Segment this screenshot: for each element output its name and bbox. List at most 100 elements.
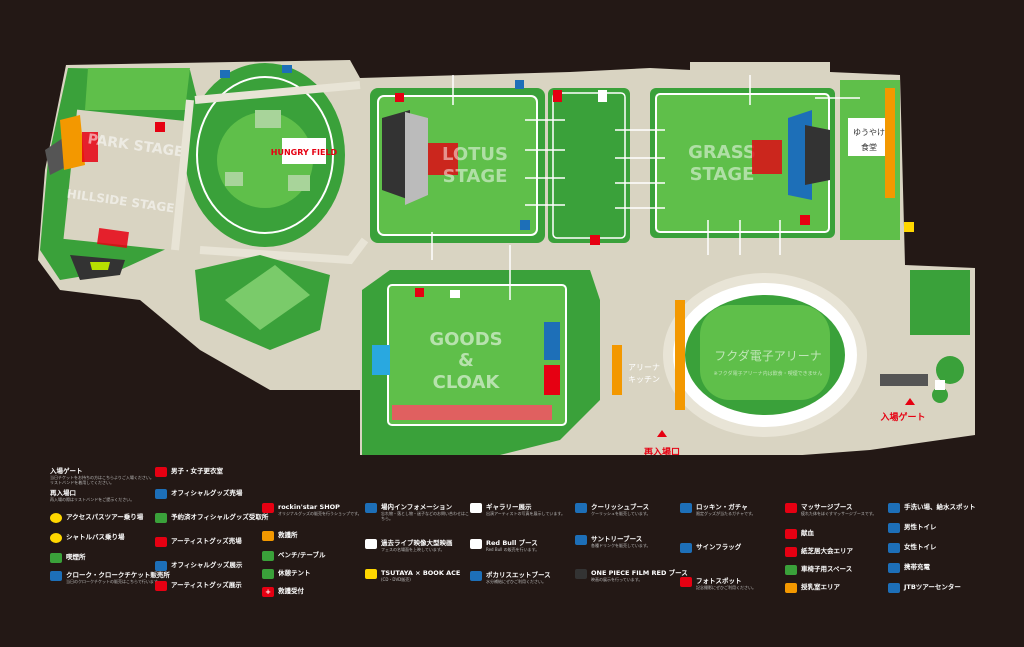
legend-item-wash: 手洗い場、給水スポット bbox=[888, 503, 993, 513]
smoking-icon bbox=[50, 553, 62, 563]
hand-icon bbox=[785, 565, 797, 575]
toilet-f-icon bbox=[888, 543, 900, 553]
park-green-top bbox=[85, 68, 190, 110]
entrance-label: 入場ゲート bbox=[879, 411, 925, 423]
legend-item-jtb: JTBツアーセンター bbox=[888, 583, 993, 593]
reserve-icon bbox=[155, 513, 167, 523]
grass-stage-label-2: STAGE bbox=[690, 164, 755, 185]
shop-icon bbox=[262, 503, 274, 513]
toilet-m-icon bbox=[888, 523, 900, 533]
bus-icon bbox=[50, 533, 62, 543]
pass-icon bbox=[50, 513, 62, 523]
gps-icon bbox=[470, 571, 482, 581]
legend-item-artist-gallery: アーティストグッズ展示 bbox=[155, 581, 260, 591]
legend: 入場ゲート当日チケットをお持ちの方はこちらよりご入場ください。リストバンドを着用… bbox=[0, 455, 1024, 647]
infomation-icon bbox=[365, 503, 377, 513]
legend-item-kids: 紙芝居大会エリア bbox=[785, 547, 890, 557]
legend-item-toilet-f: 女性トイレ bbox=[888, 543, 993, 553]
hungry-field-label: HUNGRY FIELD bbox=[271, 148, 338, 157]
redbull-icon bbox=[470, 539, 482, 549]
legend-item-cloak: クローク・クロークチケット販売所当日のクロークチケットの販売はこちらで行います。 bbox=[50, 571, 170, 584]
phone-icon bbox=[888, 563, 900, 573]
goods-cloak-area: GOODS & CLOAK bbox=[362, 270, 600, 455]
amp-label: & bbox=[458, 350, 474, 371]
bench-icon bbox=[262, 551, 274, 561]
suntory-icon bbox=[575, 535, 587, 545]
jtb-icon bbox=[888, 583, 900, 593]
legend-item-bus: シャトルバス乗り場 bbox=[50, 533, 155, 543]
arena-label: フクダ電子アリーナ bbox=[714, 348, 822, 363]
cloak-icon bbox=[50, 571, 62, 581]
facility-icons bbox=[155, 65, 945, 390]
live-icon bbox=[365, 539, 377, 549]
legend-item-book: TSUTAYA × BOOK ACE(CD・DVD販売) bbox=[365, 569, 470, 582]
onepiece-icon bbox=[575, 569, 587, 579]
gallery-icon bbox=[155, 561, 167, 571]
legend-item-gallery: オフィシャルグッズ展示 bbox=[155, 561, 260, 571]
legend-item-wheelchair: 車椅子用スペース bbox=[785, 565, 890, 575]
book-icon bbox=[365, 569, 377, 579]
legend-item-onepiece: ONE PIECE FILM RED ブース映画の展示を行っています。 bbox=[575, 569, 688, 582]
legend-item-first-aid: + 救護受付 bbox=[262, 587, 367, 597]
artist-gallery-icon bbox=[155, 581, 167, 591]
artist-icon bbox=[155, 537, 167, 547]
sign-icon bbox=[680, 543, 692, 553]
legend-item-massage: マッサージブース疲れた体をほぐすマッサージブースです。 bbox=[785, 503, 890, 516]
legend-item-artist: アーティストグッズ売場 bbox=[155, 537, 260, 547]
legend-item-coolish: クーリッシュブースクーリッシュを販売しています。 bbox=[575, 503, 680, 516]
yuru-label-1: ゆうやけ bbox=[853, 128, 885, 137]
legend-item-dressing: 男子・女子更衣室 bbox=[155, 467, 260, 477]
arena-kitchen-label-2: キッチン bbox=[628, 375, 660, 384]
reentry-label: 再入場口 bbox=[644, 446, 680, 455]
arena-sub-label: ※フクダ電子アリーナ内は飲食・喫煙できません bbox=[714, 370, 823, 377]
legend-item-bench: ベンチ/テーブル bbox=[262, 551, 367, 561]
middle-strip bbox=[548, 88, 630, 243]
nurse-icon bbox=[785, 583, 797, 593]
tent-icon bbox=[262, 569, 274, 579]
festival-map: PARK STAGE HILLSIDE STAGE HUNGRY FIELD L… bbox=[38, 60, 975, 455]
arena: フクダ電子アリーナ ※フクダ電子アリーナ内は飲食・喫煙できません bbox=[663, 273, 867, 437]
legend-item-infomation: 場内インフォメーション忘れ物・落とし物・迷子などのお問い合わせはこちら。 bbox=[365, 503, 470, 521]
park-stage-area bbox=[63, 109, 187, 251]
right-lower-green bbox=[910, 270, 970, 335]
legend-item-blood: 献血 bbox=[785, 529, 890, 539]
legend-item-photo: フォトスポット記念撮影にぜひご利用ください。 bbox=[680, 577, 785, 590]
legend-item-gacha: ロッキン・ガチャ限定グッズが当たるガチャです。 bbox=[680, 503, 785, 516]
legend-item-pocari: ポカリスエットブース水分補給にぜひご利用ください。 bbox=[470, 571, 575, 584]
legend-item-aid: 救護所 bbox=[262, 531, 367, 541]
walk-arrows bbox=[431, 75, 860, 300]
arena-kitchen-bar bbox=[612, 345, 622, 395]
arena-kitchen-label-1: アリーナ bbox=[628, 363, 660, 372]
legend-item-reserve: 予約済オフィシャルグッズ受取所 bbox=[155, 513, 268, 523]
massage-icon bbox=[785, 503, 797, 513]
legend-item-phone: 携帯充電 bbox=[888, 563, 993, 573]
wash-icon bbox=[888, 503, 900, 513]
photo-icon bbox=[680, 577, 692, 587]
legend-item-suntory: サントリーブース各種ドリンクを販売しています。 bbox=[575, 535, 680, 548]
kids-icon bbox=[785, 547, 797, 557]
gallery2-icon bbox=[470, 503, 482, 513]
legend-item-nursing: 授乳室エリア bbox=[785, 583, 890, 593]
goods-icon bbox=[155, 489, 167, 499]
toilet-icon bbox=[155, 467, 167, 477]
lotus-stage-label-2: STAGE bbox=[443, 166, 508, 187]
grass-stage-label-1: GRASS bbox=[688, 142, 756, 163]
hungry-field-area: HUNGRY FIELD bbox=[185, 63, 345, 247]
legend-item-smoking: 喫煙所 bbox=[50, 553, 155, 563]
info-icon bbox=[262, 531, 274, 541]
legend-item-sign: サインフラッグ bbox=[680, 543, 785, 553]
yuru-sign bbox=[848, 118, 890, 156]
lotus-stage: LOTUS STAGE bbox=[370, 88, 545, 243]
lotus-stage-label-1: LOTUS bbox=[442, 144, 508, 165]
legend-item-gallery2: ギャラリー展示出演アーティストの写真を展示しています。 bbox=[470, 503, 575, 516]
road-main bbox=[171, 81, 369, 265]
cloak-label: CLOAK bbox=[433, 372, 501, 393]
legend-item-goods: オフィシャルグッズ売場 bbox=[155, 489, 260, 499]
legend-item-gate: 入場ゲート当日チケットをお持ちの方はこちらよりご入場ください。リストバンドを着用… bbox=[50, 467, 154, 485]
atm-icon bbox=[785, 529, 797, 539]
goods-label: GOODS bbox=[429, 329, 502, 350]
yuru-label-2: 食堂 bbox=[861, 142, 877, 152]
first-aid-icon: + bbox=[262, 587, 274, 597]
